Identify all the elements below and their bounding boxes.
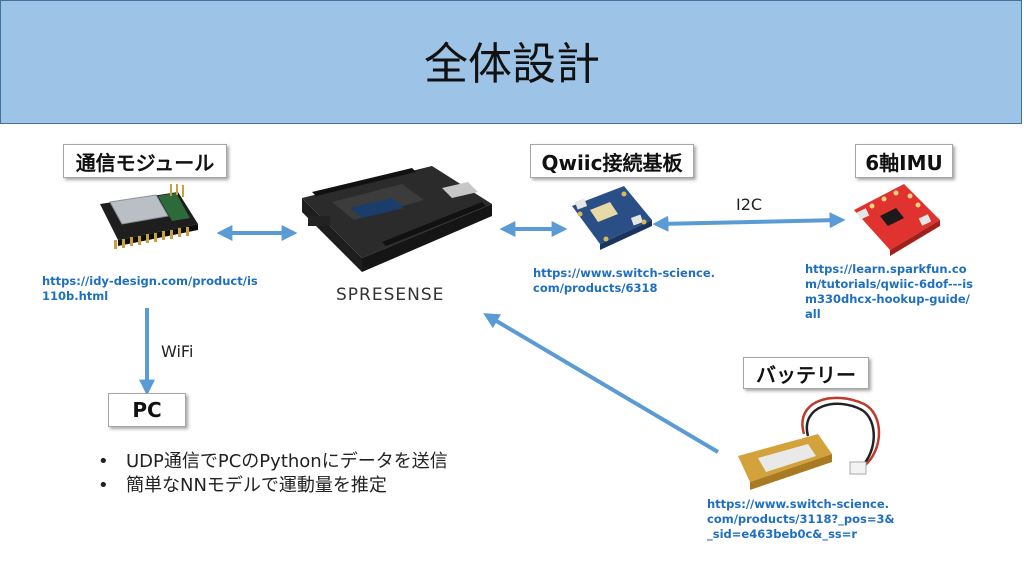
url-qwiic[interactable]: https://www.switch-science.com/products/… — [533, 266, 716, 295]
url-imu[interactable]: https://learn.sparkfun.com/tutorials/qwi… — [805, 262, 973, 321]
bullet-item: UDP通信でPCのPythonにデータを送信 — [98, 450, 448, 474]
edge-label-i2c: I2C — [736, 195, 763, 214]
bullet-item: 簡単なNNモデルで運動量を推定 — [98, 474, 448, 498]
label-qwiic: Qwiic接続基板 — [530, 144, 694, 178]
label-imu: 6軸IMU — [855, 144, 953, 178]
spresense-board-image — [302, 166, 492, 272]
imu-board-image — [854, 184, 940, 256]
arrow-battery-spresense — [483, 313, 720, 454]
label-pc: PC — [108, 393, 186, 427]
summary-bullets: UDP通信でPCのPythonにデータを送信 簡単なNNモデルで運動量を推定 — [98, 450, 448, 498]
arrow-qwiic-imu — [652, 212, 846, 232]
page-title: 全体設計 — [424, 39, 600, 90]
comm-module-image — [100, 184, 198, 249]
battery-image — [738, 396, 881, 490]
edge-label-wifi: WiFi — [161, 342, 194, 361]
label-comm-module: 通信モジュール — [63, 144, 227, 178]
url-battery[interactable]: https://www.switch-science.com/products/… — [707, 497, 895, 541]
url-comm-module[interactable]: https://idy-design.com/product/is110b.ht… — [42, 274, 258, 303]
qwiic-board-image — [572, 186, 652, 250]
label-battery: バッテリー — [743, 357, 869, 389]
title-banner — [0, 0, 1022, 124]
spresense-logo: SPRESENSE — [336, 285, 445, 305]
